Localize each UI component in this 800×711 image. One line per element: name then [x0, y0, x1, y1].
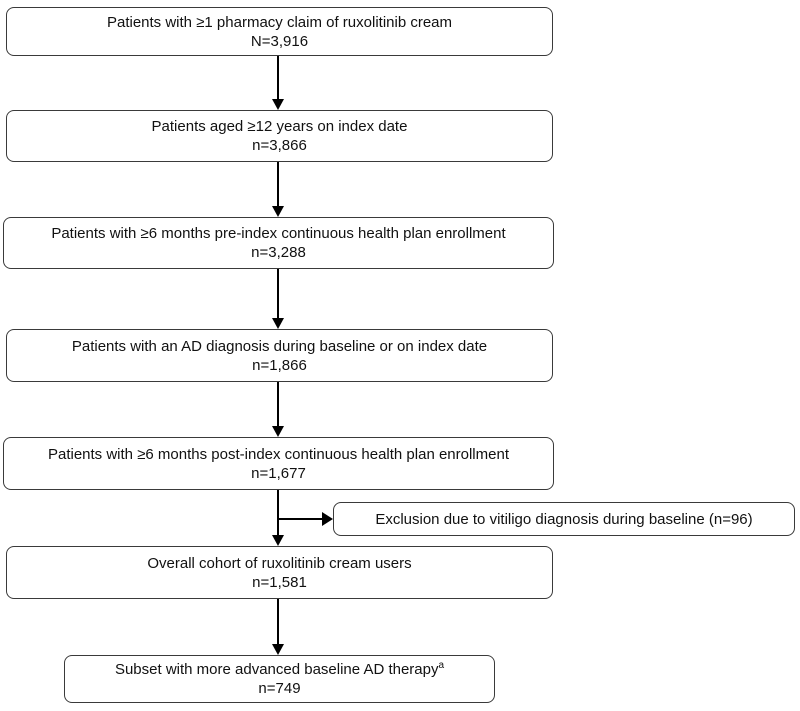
arrow-down-6	[272, 599, 284, 655]
exclusion-branch-line	[279, 518, 323, 520]
arrow-down-4	[272, 382, 284, 437]
arrow-shaft	[277, 56, 279, 101]
arrowhead-down-icon	[272, 318, 284, 329]
box-label: Patients with an AD diagnosis during bas…	[71, 337, 488, 355]
box-count: n=1,581	[252, 573, 307, 591]
box-label: Overall cohort of ruxolitinib cream user…	[147, 554, 412, 572]
box-label: Patients aged ≥12 years on index date	[151, 118, 408, 135]
arrow-down-1	[272, 56, 284, 110]
box-label: Subset with more advanced baseline AD th…	[115, 660, 444, 679]
box-count: n=3,866	[252, 137, 307, 154]
arrow-shaft	[277, 490, 279, 537]
arrowhead-down-icon	[272, 206, 284, 217]
box-count: N=3,916	[250, 32, 309, 50]
arrow-shaft	[277, 382, 279, 428]
box-label: Patients with ≥6 months pre-index contin…	[51, 225, 506, 242]
arrowhead-down-icon	[272, 535, 284, 546]
box-count: n=3,288	[251, 244, 306, 261]
arrow-shaft	[277, 162, 279, 208]
arrowhead-down-icon	[272, 426, 284, 437]
arrow-shaft	[277, 599, 279, 646]
box-label: Patients with ≥1 pharmacy claim of ruxol…	[106, 13, 453, 31]
box-count: n=1,677	[251, 464, 306, 482]
arrow-shaft	[277, 269, 279, 320]
exclusion-box-vitiligo: Exclusion due to vitiligo diagnosis duri…	[333, 502, 795, 536]
box-label: Patients with ≥6 months post-index conti…	[47, 445, 509, 463]
arrowhead-down-icon	[272, 644, 284, 655]
box-label-text: Subset with more advanced baseline AD th…	[114, 661, 439, 678]
flow-box-preindex-enrollment: Patients with ≥6 months pre-index contin…	[3, 217, 554, 269]
arrow-down-3	[272, 269, 284, 329]
flow-box-ad-diagnosis: Patients with an AD diagnosis during bas…	[6, 329, 553, 382]
box-count: n=1,866	[252, 356, 307, 374]
flow-box-postindex-enrollment: Patients with ≥6 months post-index conti…	[3, 437, 554, 490]
arrow-down-5	[272, 490, 284, 546]
flow-box-overall-cohort: Overall cohort of ruxolitinib cream user…	[6, 546, 553, 599]
box-label: Exclusion due to vitiligo diagnosis duri…	[375, 510, 753, 528]
arrowhead-down-icon	[272, 99, 284, 110]
footnote-marker: a	[438, 660, 445, 671]
flow-box-pharmacy-claims: Patients with ≥1 pharmacy claim of ruxol…	[6, 7, 553, 56]
flow-box-advanced-therapy-subset: Subset with more advanced baseline AD th…	[64, 655, 495, 703]
flow-box-age-criteria: Patients aged ≥12 years on index date n=…	[6, 110, 553, 162]
box-count: n=749	[258, 680, 301, 697]
arrowhead-right-icon	[322, 512, 333, 526]
arrow-down-2	[272, 162, 284, 217]
